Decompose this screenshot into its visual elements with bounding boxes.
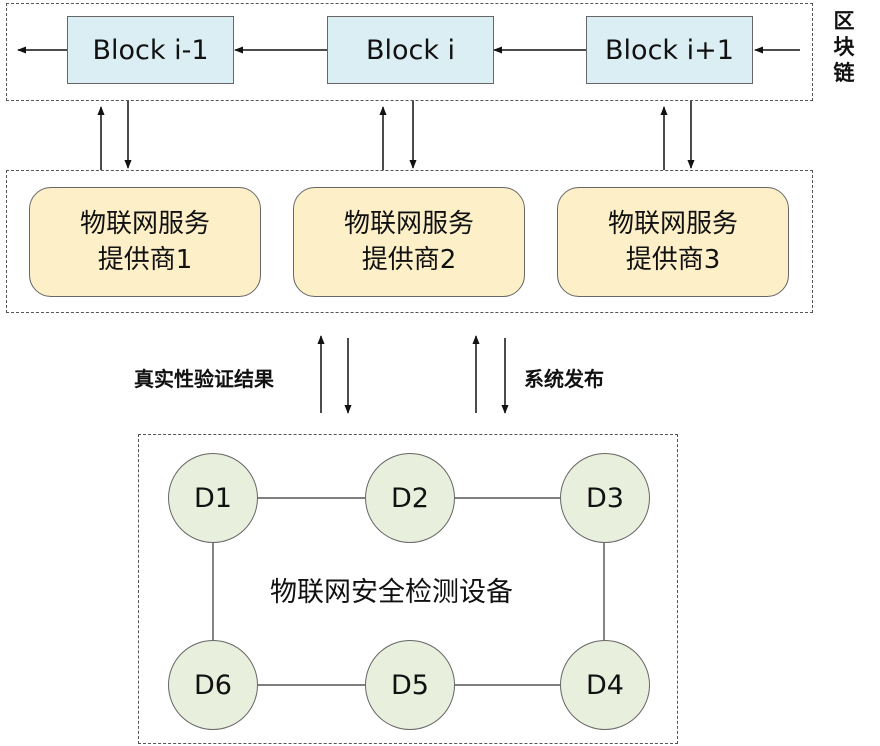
provider-1-line-2: 提供商1 — [97, 245, 193, 275]
provider-1: 物联网服务 提供商1 — [29, 187, 261, 297]
device-node-d4: D4 — [560, 640, 650, 730]
device-node-d5: D5 — [365, 640, 455, 730]
provider-3: 物联网服务 提供商3 — [557, 187, 789, 297]
blockchain-label-char-1: 区 — [833, 9, 855, 33]
device-node-d6: D6 — [168, 640, 258, 730]
blockchain-label-char-2: 块 — [833, 35, 855, 59]
system-release-label: 系统发布 — [524, 367, 604, 391]
device-node-d1: D1 — [168, 453, 258, 543]
provider-2-line-2: 提供商2 — [361, 245, 457, 275]
verification-result-label: 真实性验证结果 — [134, 367, 274, 391]
block-i-plus-1: Block i+1 — [586, 16, 753, 84]
blockchain-label-char-3: 链 — [833, 61, 855, 85]
provider-3-line-2: 提供商3 — [625, 245, 721, 275]
provider-3-line-1: 物联网服务 — [607, 209, 738, 239]
blockchain-group — [6, 3, 813, 101]
device-node-d2: D2 — [365, 453, 455, 543]
block-i-minus-1: Block i-1 — [67, 16, 234, 84]
device-group-title: 物联网安全检测设备 — [270, 577, 513, 608]
provider-1-line-1: 物联网服务 — [79, 209, 210, 239]
device-node-d3: D3 — [560, 453, 650, 543]
device-group — [138, 434, 678, 744]
blockchain-label: 区 块 链 — [829, 8, 859, 86]
provider-2-line-1: 物联网服务 — [343, 209, 474, 239]
block-i: Block i — [327, 16, 494, 84]
provider-2: 物联网服务 提供商2 — [293, 187, 525, 297]
provider-group — [6, 170, 813, 313]
